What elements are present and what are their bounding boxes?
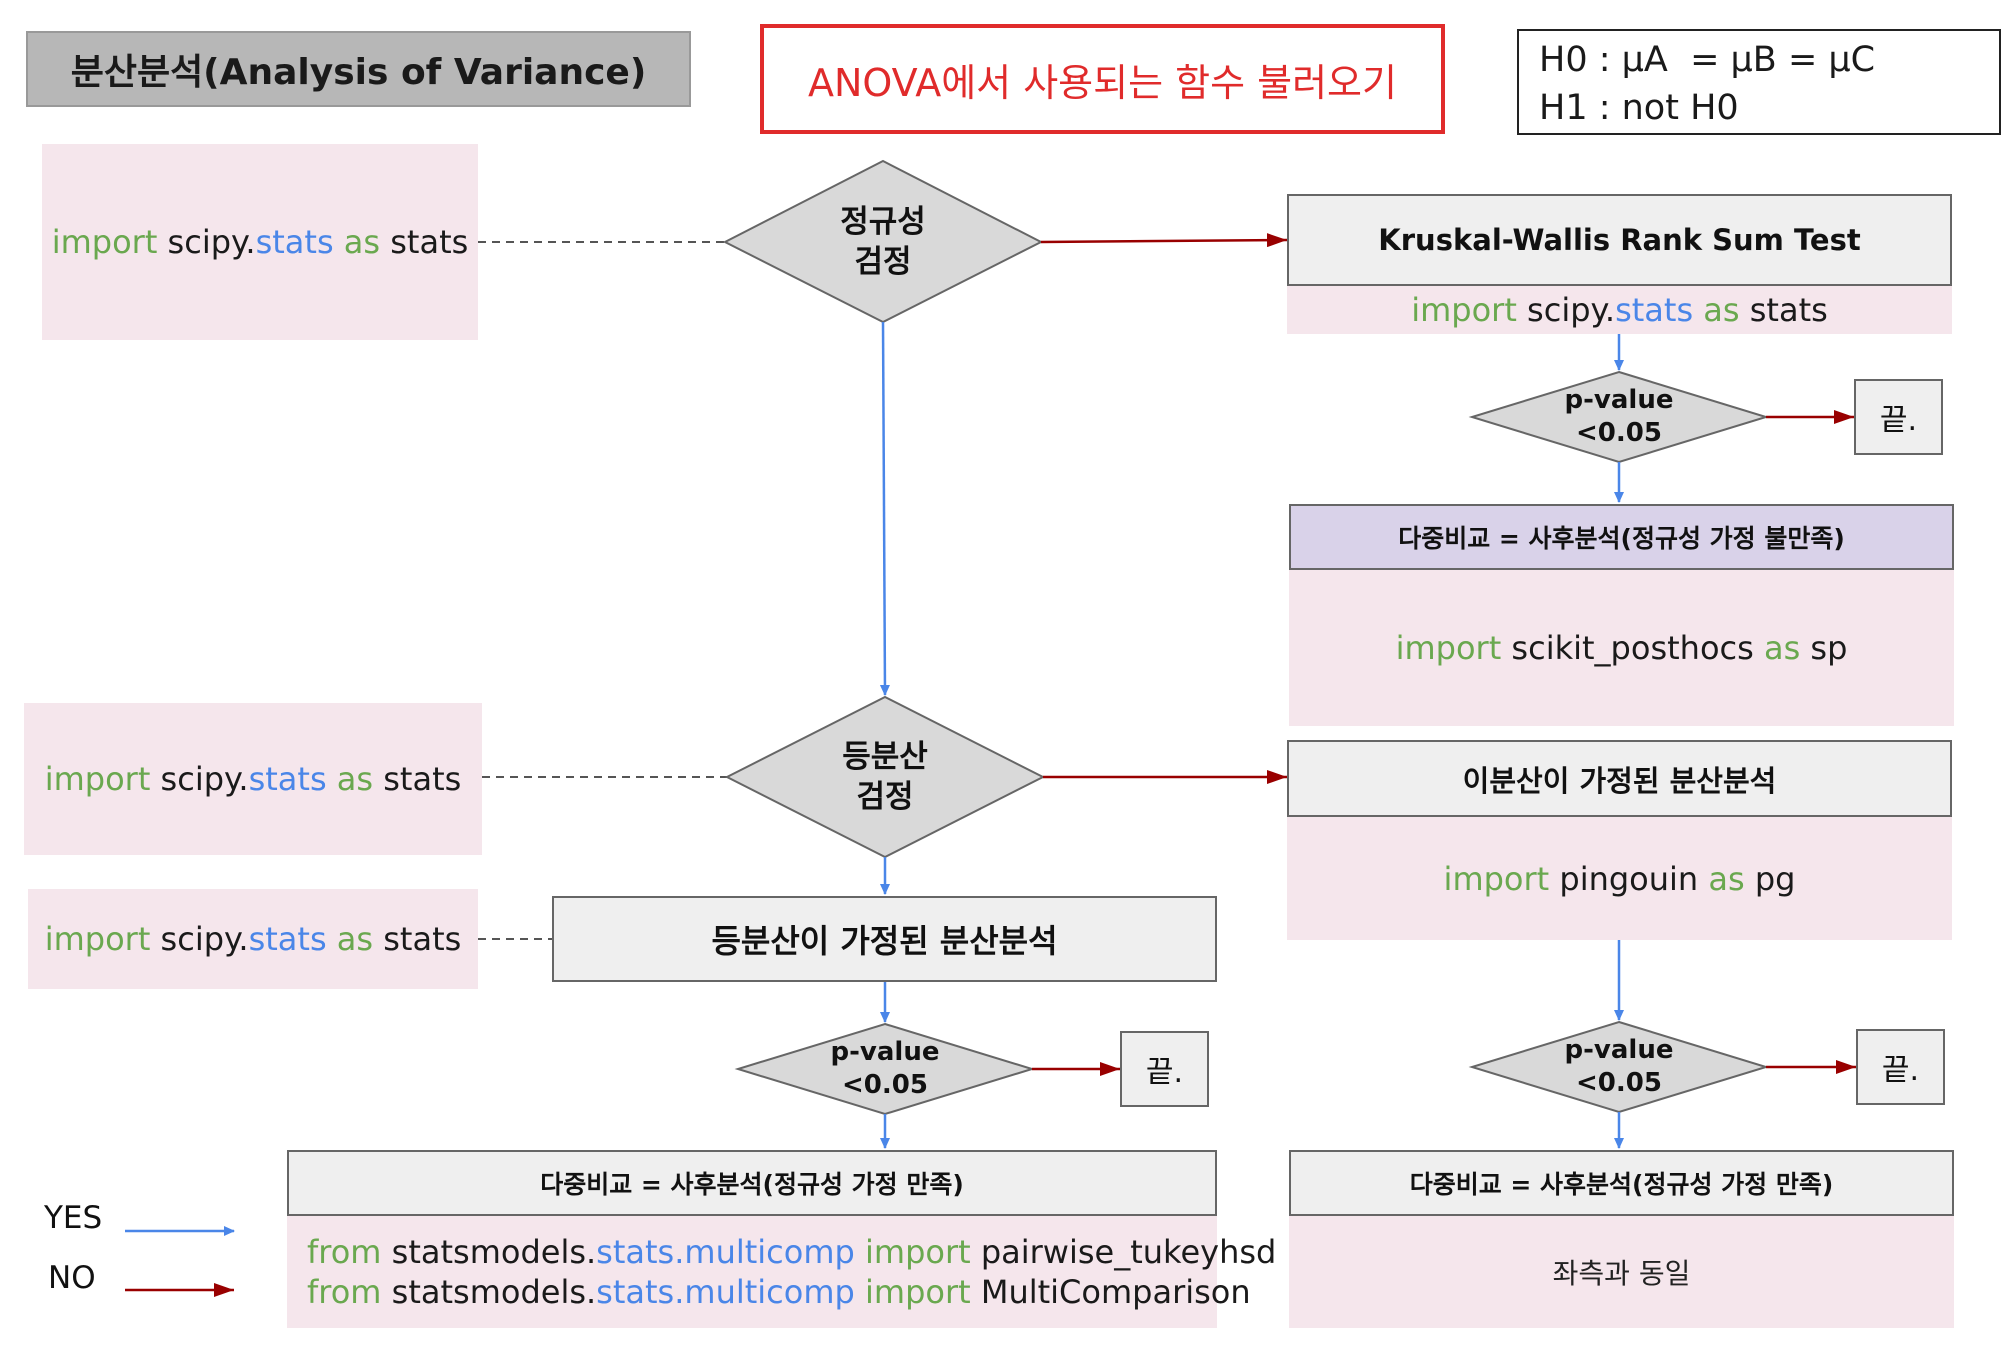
code-module-name: stats.multicomp <box>596 1233 855 1271</box>
end-label: 끝. <box>1881 1053 1920 1088</box>
page-title-text: 분산분석(Analysis of Variance) <box>70 52 647 93</box>
welch-anova-box: 이분산이 가정된 분산분석 <box>1287 740 1952 817</box>
code-box-equal-anova: import scipy.stats as stats <box>28 889 478 989</box>
posthoc-satisfied-label: 다중비교 = 사후분석(정규성 가정 만족) <box>540 1170 964 1199</box>
code-box-normality: import scipy.stats as stats <box>42 144 478 340</box>
code-line-tukey: from statsmodels.stats.multicomp import … <box>307 1232 1276 1272</box>
code-from-kw: from <box>307 1273 382 1311</box>
code-box-pingouin: import pingouin as pg <box>1287 817 1952 940</box>
code-alias: sp <box>1810 629 1848 667</box>
code-import-kw: import <box>865 1233 971 1271</box>
code-module-prefix: statsmodels. <box>391 1273 597 1311</box>
subtitle-text: ANOVA에서 사용되는 함수 불러오기 <box>808 60 1397 105</box>
posthoc-satisfied-label: 다중비교 = 사후분석(정규성 가정 만족) <box>1409 1170 1834 1199</box>
hypothesis-h0: H0 : μA = μB = μC <box>1539 40 1876 80</box>
code-as-kw: as <box>336 760 374 798</box>
code-import-name: pairwise_tukeyhsd <box>980 1233 1277 1271</box>
code-alias: pg <box>1754 859 1796 898</box>
posthoc-unsatisfied-label: 다중비교 = 사후분석(정규성 가정 불만족) <box>1398 524 1845 553</box>
code-as-kw: as <box>1703 291 1740 329</box>
code-module-prefix: scipy. <box>160 760 249 798</box>
code-as-kw: as <box>343 223 381 261</box>
code-import-name: MultiComparison <box>980 1273 1251 1311</box>
code-module-name: stats <box>255 223 334 261</box>
hypothesis-box: H0 : μA = μB = μC H1 : not H0 <box>1517 29 2001 135</box>
code-module-name: stats <box>248 920 327 958</box>
pvalue-right-bottom-label: p-value <0.05 <box>1564 1035 1674 1098</box>
code-module-name: scikit_posthocs <box>1511 629 1754 667</box>
code-import-kw: import <box>51 223 158 261</box>
kruskal-wallis-box: Kruskal-Wallis Rank Sum Test <box>1287 194 1952 286</box>
posthoc-satisfied-header-right: 다중비교 = 사후분석(정규성 가정 만족) <box>1289 1150 1954 1216</box>
equal-variance-anova-box: 등분산이 가정된 분산분석 <box>552 896 1217 982</box>
equal-variance-anova-label: 등분산이 가정된 분산분석 <box>711 922 1058 960</box>
code-box-equal-var: import scipy.stats as stats <box>24 703 482 855</box>
code-module-name: stats.multicomp <box>596 1273 855 1311</box>
code-module-prefix: scipy. <box>167 223 256 261</box>
code-alias: stats <box>383 760 462 798</box>
code-as-kw: as <box>1708 859 1745 898</box>
code-as-kw: as <box>1763 629 1801 667</box>
code-module-name: stats <box>1615 291 1694 329</box>
code-box-tukey: from statsmodels.stats.multicomp import … <box>287 1216 1276 1328</box>
code-as-kw: as <box>336 920 374 958</box>
pvalue-right-top-label: p-value <0.05 <box>1564 385 1674 448</box>
code-alias: stats <box>383 920 462 958</box>
welch-anova-label: 이분산이 가정된 분산분석 <box>1462 763 1777 798</box>
legend-yes-label: YES <box>44 1200 103 1236</box>
code-box-kruskal: import scipy.stats as stats <box>1287 286 1952 334</box>
end-label: 끝. <box>1879 403 1918 438</box>
end-box-right-top: 끝. <box>1854 379 1943 455</box>
code-module-name: pingouin <box>1559 859 1699 898</box>
equal-variance-test-label: 등분산 검정 <box>842 739 928 815</box>
code-import-kw: import <box>865 1273 971 1311</box>
code-from-kw: from <box>307 1233 382 1271</box>
code-line-multicomparison: from statsmodels.stats.multicomp import … <box>307 1272 1251 1312</box>
code-import-kw: import <box>44 920 151 958</box>
code-import-kw: import <box>44 760 151 798</box>
page-title: 분산분석(Analysis of Variance) <box>26 31 691 107</box>
posthoc-satisfied-header-left: 다중비교 = 사후분석(정규성 가정 만족) <box>287 1150 1217 1216</box>
yes-arrow-normality <box>879 321 890 696</box>
code-alias: stats <box>390 223 469 261</box>
code-box-scikit-posthocs: import scikit_posthocs as sp <box>1289 570 1954 726</box>
kruskal-wallis-label: Kruskal-Wallis Rank Sum Test <box>1378 223 1861 257</box>
code-module-name: stats <box>248 760 327 798</box>
subtitle-box: ANOVA에서 사용되는 함수 불러오기 <box>760 24 1445 134</box>
code-module-prefix: statsmodels. <box>391 1233 597 1271</box>
normality-test-label: 정규성 검정 <box>840 204 926 280</box>
end-label: 끝. <box>1145 1055 1184 1090</box>
code-import-kw: import <box>1411 291 1517 329</box>
legend-no-label: NO <box>48 1260 96 1296</box>
code-import-kw: import <box>1443 859 1550 898</box>
code-alias: stats <box>1749 291 1828 329</box>
posthoc-unsatisfied-header: 다중비교 = 사후분석(정규성 가정 불만족) <box>1289 504 1954 570</box>
no-arrow-normality <box>1040 233 1288 248</box>
same-as-left-box: 좌측과 동일 <box>1289 1216 1954 1328</box>
code-import-kw: import <box>1395 629 1502 667</box>
end-box-left: 끝. <box>1120 1031 1209 1107</box>
hypothesis-h1: H1 : not H0 <box>1539 88 1739 128</box>
code-module-prefix: scipy. <box>1527 291 1616 329</box>
pvalue-left-label: p-value <0.05 <box>830 1037 940 1100</box>
end-box-right-bottom: 끝. <box>1856 1029 1945 1105</box>
code-module-prefix: scipy. <box>160 920 249 958</box>
same-as-left-label: 좌측과 동일 <box>1552 1257 1691 1290</box>
